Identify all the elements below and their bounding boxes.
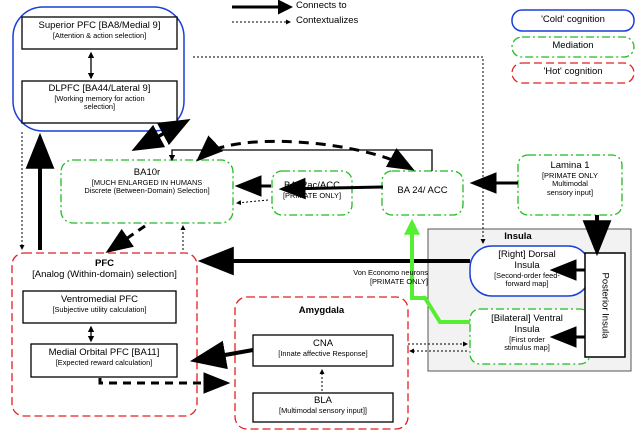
dlpfc-sub-1: [Working memory for action xyxy=(54,93,145,103)
lamina-title: Lamina 1 xyxy=(550,160,590,171)
dlpfc-sub-2: selection] xyxy=(83,102,116,112)
ba32-sub: [PRIMATE ONLY] xyxy=(282,190,342,200)
cna-node: CNA [Innate affective Response] xyxy=(253,338,393,358)
von-economo-label: Von Economo neurons [PRIMATE ONLY] xyxy=(318,268,428,286)
bla-box xyxy=(252,392,394,423)
lamina-sub-2: Multimodal xyxy=(552,179,588,189)
von-economo-path xyxy=(404,218,470,324)
ventral-insula-sub-2: stimulus map] xyxy=(504,343,550,353)
dorsal-insula-title-1: [Right] Dorsal xyxy=(498,249,556,260)
bla-title: BLA xyxy=(314,395,332,406)
bla-sub: [Multimodal sensory input]] xyxy=(279,405,367,415)
legend-hot-swatch xyxy=(511,62,635,84)
dorsal-insula-title-2: Insula xyxy=(514,259,540,271)
insula-title: Insula xyxy=(504,231,532,242)
ba10r-title: BA10r xyxy=(133,167,161,178)
ba10r-ba24-dashed-arrow xyxy=(196,135,415,171)
lamina-sub-3: sensory input] xyxy=(546,187,593,197)
dlpfc-ba10r-arrow xyxy=(131,118,191,152)
ventral-insula-sub-1: [First order xyxy=(509,334,545,344)
vmpfc-sub: [Subjective utility calculation] xyxy=(52,304,147,314)
ba10r-sub-1: [MUCH ENLARGED IN HUMANS xyxy=(91,177,203,187)
cna-title: CNA xyxy=(312,338,334,349)
legend-hot-label: 'Hot' cognition xyxy=(543,66,603,77)
posterior-insula-title: Posterior Insula xyxy=(599,271,611,339)
lamina-box xyxy=(517,154,623,216)
vmpfc-node: Ventromedial PFC [Subjective utility cal… xyxy=(23,294,176,314)
dlpfc-title: DLPFC [BA44/Lateral 9] xyxy=(48,83,151,94)
ventral-insula-title-2: Insula xyxy=(514,323,540,335)
superior-pfc-title: Superior PFC [BA8/Medial 9] xyxy=(38,20,161,31)
ventral-insula-title-1: [Bilateral] Ventral xyxy=(491,313,563,324)
legend-cold-swatch xyxy=(511,9,635,32)
ba32-ba10r-dotted xyxy=(236,199,269,206)
ba32-node: BA32ac/ACC [PRIMATE ONLY] xyxy=(272,180,352,200)
bla-node: BLA [Multimodal sensory input]] xyxy=(253,395,393,415)
superior-pfc-sub: [Attention & action selection] xyxy=(52,30,147,40)
dlpfc-node: DLPFC [BA44/Lateral 9] [Working memory f… xyxy=(22,83,177,112)
cna-sub: [Innate affective Response] xyxy=(278,348,368,358)
mofc-box xyxy=(30,343,178,378)
mofc-sub: [Expected reward calculation] xyxy=(55,357,153,367)
superior-pfc-node: Superior PFC [BA8/Medial 9] [Attention &… xyxy=(22,20,177,40)
lamina-node: Lamina 1 [PRIMATE ONLY Multimodal sensor… xyxy=(518,160,622,197)
legend-mediation-label: Mediation xyxy=(552,40,594,51)
cna-to-mofc-arrow xyxy=(189,340,254,370)
mofc-title: Medial Orbital PFC [BA11] xyxy=(48,347,160,358)
legend-mediation-swatch xyxy=(511,36,635,58)
legend-cold-label: 'Cold' cognition xyxy=(541,14,605,25)
pfc-sub: [Analog (Within-domain) selection] xyxy=(32,268,177,280)
ba24-title: BA 24/ ACC xyxy=(397,185,448,196)
ba10r-to-pfc-dashed-arrow xyxy=(105,224,146,254)
dlpfc-box xyxy=(21,80,178,124)
lamina-sub-1: [PRIMATE ONLY xyxy=(542,170,598,180)
ba32-title: BA32ac/ACC xyxy=(284,180,340,191)
pfc-title: PFC xyxy=(95,258,114,269)
posterior-insula-node: Posterior Insula xyxy=(585,253,625,357)
dorsal-insula-sub-2: forward map] xyxy=(505,279,549,289)
superior-to-dorsal-dotted xyxy=(193,56,486,244)
dorsal-insula-node: [Right] Dorsal Insula [Second-order feed… xyxy=(472,249,582,289)
vmpfc-title: Ventromedial PFC xyxy=(60,294,139,305)
von-economo-line-1: Von Economo neurons xyxy=(353,268,428,277)
ba24-box xyxy=(381,170,464,216)
ba10r-node: BA10r [MUCH ENLARGED IN HUMANS Discrete … xyxy=(61,167,233,196)
ba10r-sub-2: Discrete (Between-Domain) Selection] xyxy=(84,186,210,196)
ba24-ba32-arrow xyxy=(278,177,384,200)
mofc-node: Medial Orbital PFC [BA11] [Expected rewa… xyxy=(31,347,177,367)
ba10r-box xyxy=(60,159,234,224)
legend-connects-label: Connects to xyxy=(296,0,347,11)
von-economo-line-2: [PRIMATE ONLY] xyxy=(369,276,428,286)
dorsal-insula-sub-1: [Second-order feed- xyxy=(494,270,560,280)
legend-contextualizes-label: Contextualizes xyxy=(296,15,359,26)
amygdala-title: Amygdala xyxy=(298,305,345,316)
posterior-insula-box xyxy=(584,252,626,358)
ventral-insula-node: [Bilateral] Ventral Insula [First order … xyxy=(472,313,582,353)
pfc-node: PFC [Analog (Within-domain) selection] xyxy=(12,258,197,281)
mofc-to-amygdala-dashed-arrow xyxy=(98,372,231,394)
vmpfc-box xyxy=(22,290,177,324)
cna-box xyxy=(252,334,394,367)
superior-pfc-box xyxy=(21,16,178,50)
